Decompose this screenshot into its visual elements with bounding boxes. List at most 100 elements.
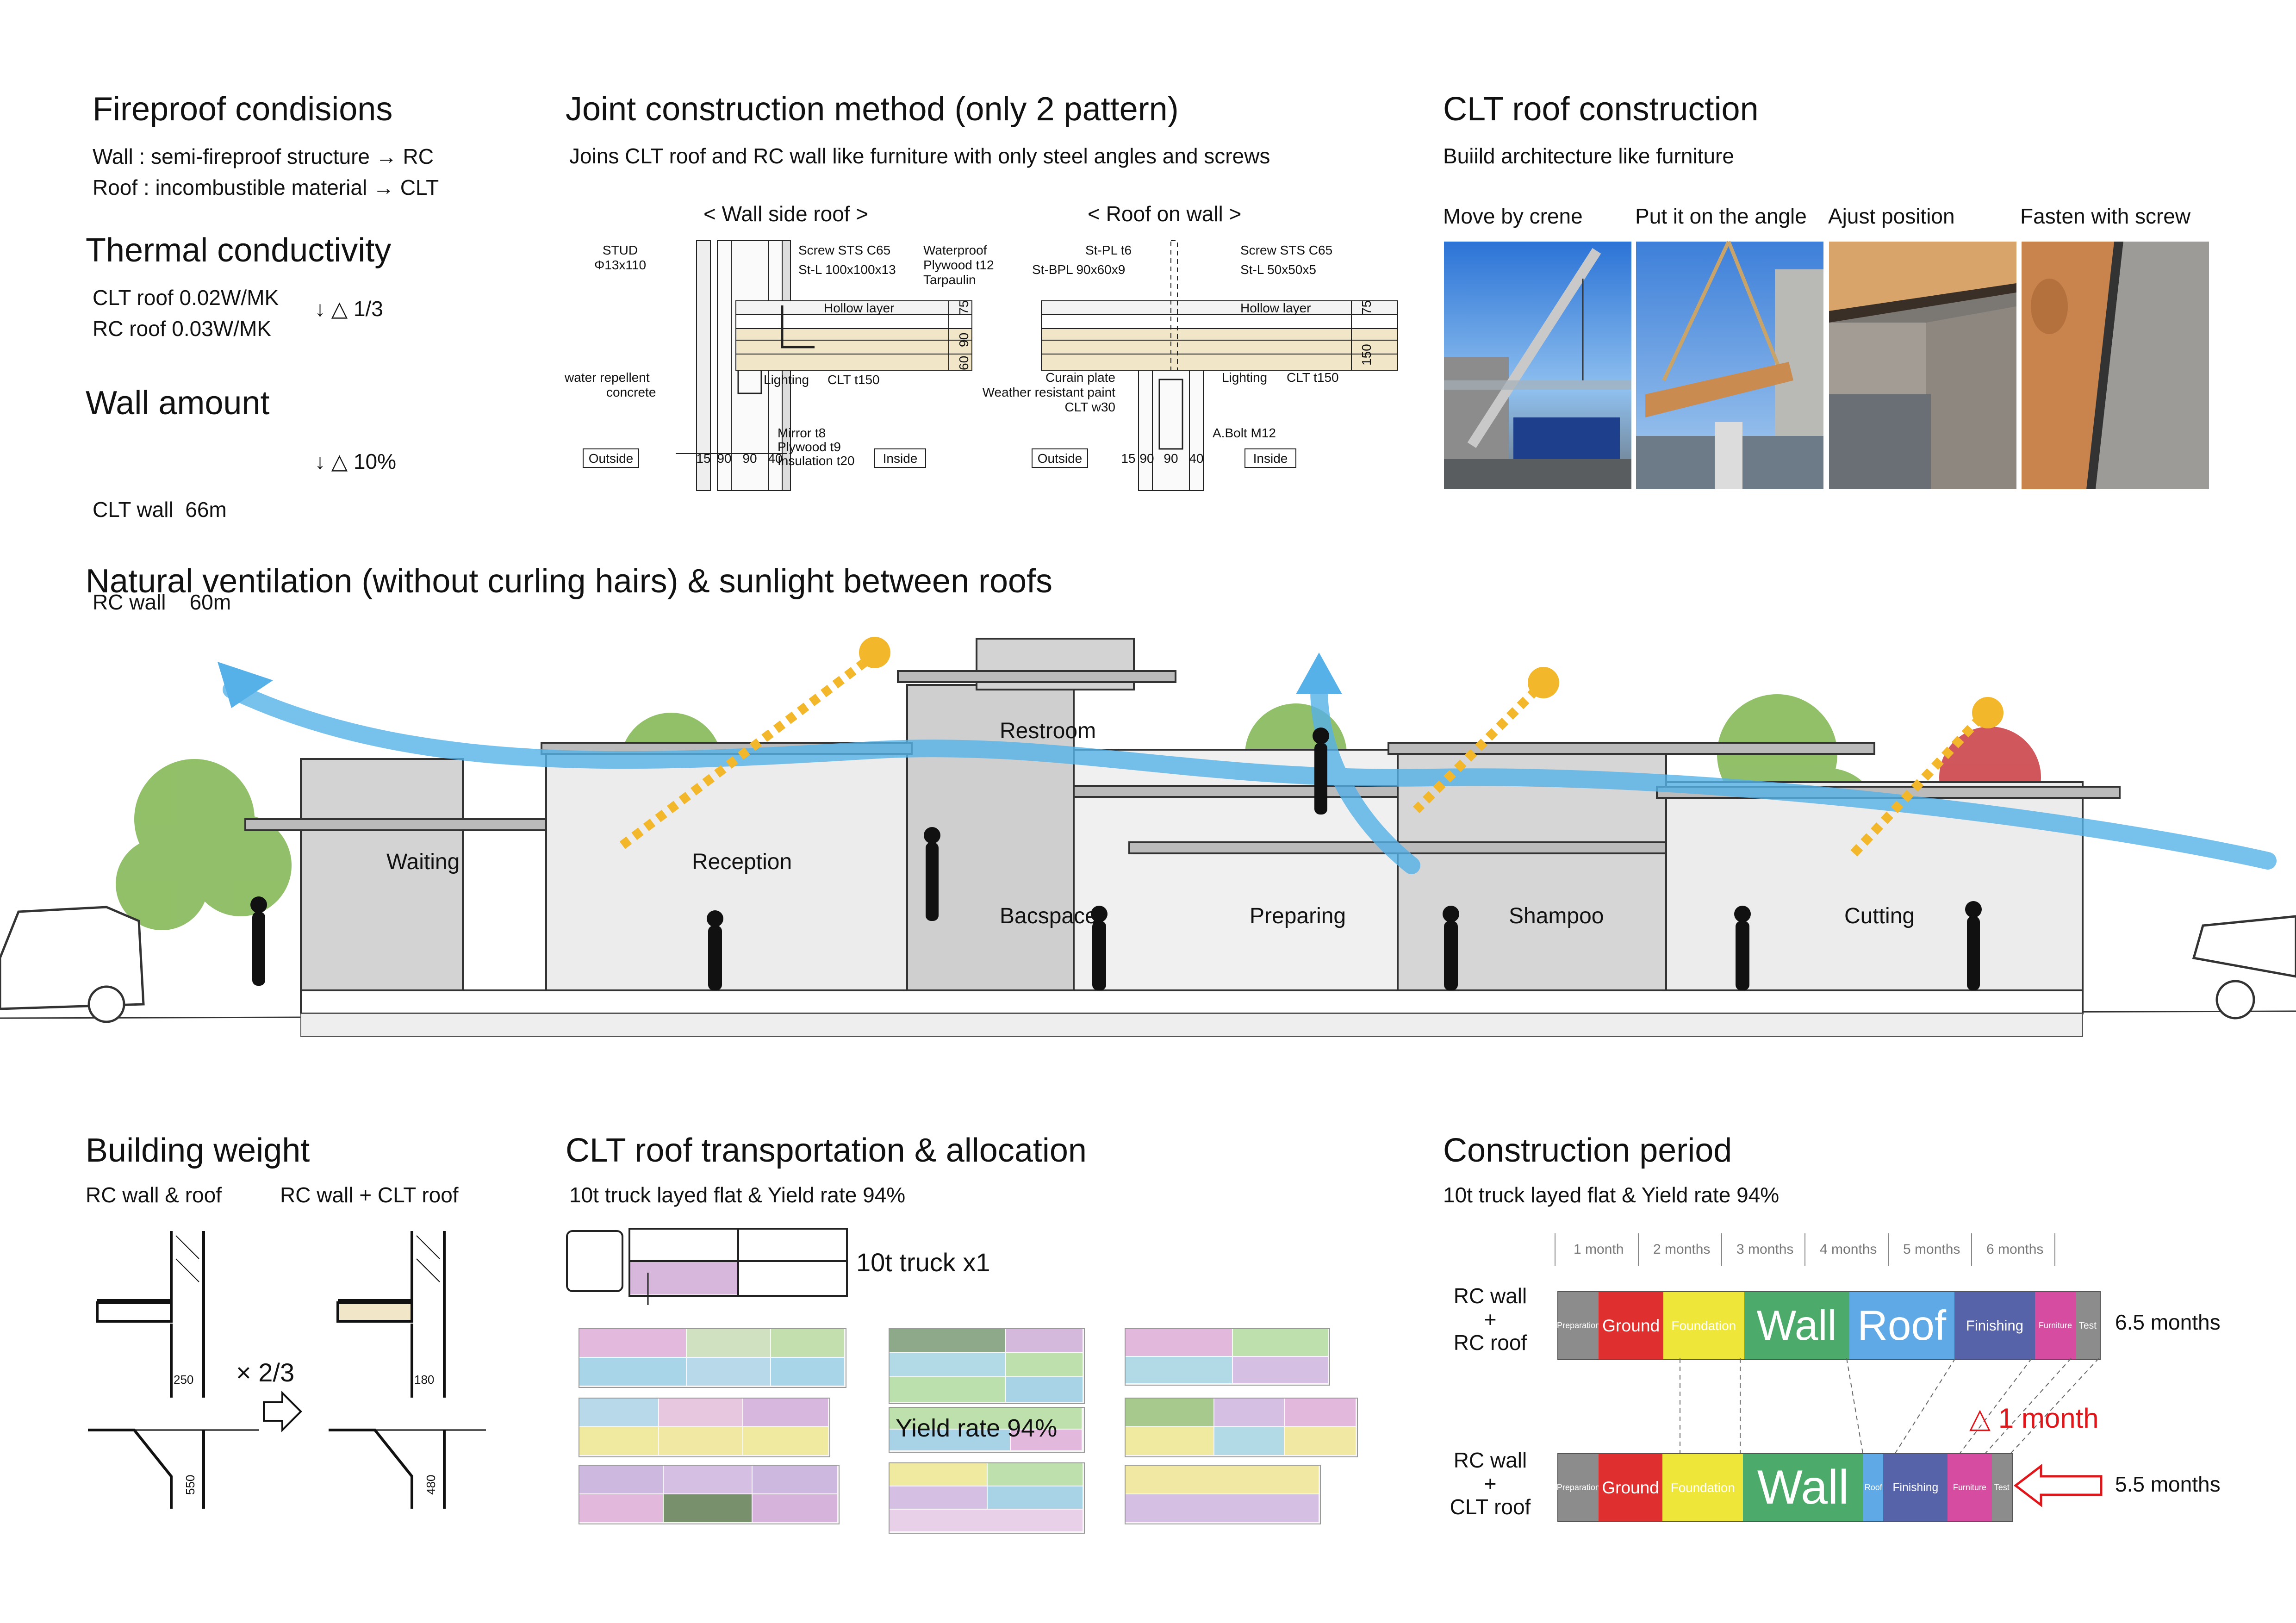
lbl-curtain: Curain plate — [1045, 370, 1115, 385]
dim-90a: 90 — [717, 451, 731, 466]
month-scale: 1 month 2 months 3 months 4 months 5 mon… — [1555, 1233, 2055, 1266]
dim-480: 480 — [424, 1475, 438, 1495]
dim-250: 250 — [174, 1373, 193, 1387]
gantt-task-wall: Wall — [1742, 1454, 1864, 1521]
dim-90c: 90 — [957, 333, 971, 347]
dim-550: 550 — [183, 1475, 197, 1495]
lbl-stbpl: St-BPL 90x60x9 — [1032, 262, 1125, 277]
lbl-lighting: Lighting — [764, 373, 809, 387]
gantt-task-roof: Roof — [1849, 1292, 1954, 1359]
gantt-connector-lines — [1680, 1358, 2099, 1454]
lbl-inside-r: Inside — [1253, 451, 1288, 466]
step-3-label: Ajust position — [1828, 204, 1955, 228]
month-2: 2 months — [1653, 1242, 1711, 1257]
row2-label-line2: + — [1484, 1471, 1497, 1496]
transport-title: CLT roof transportation & allocation — [566, 1132, 1087, 1169]
weight-left-label: RC wall & roof — [86, 1183, 222, 1207]
weight-factor: × 2/3 — [236, 1358, 294, 1387]
room-restroom: Restroom — [1000, 719, 1096, 743]
photo-put-on-angle — [1636, 241, 1823, 489]
lbl-outside: Outside — [589, 451, 634, 466]
lbl-lighting-r: Lighting — [1222, 370, 1267, 385]
row1-label-line1: RC wall — [1453, 1284, 1527, 1308]
dim-r-90a: 90 — [1139, 451, 1154, 466]
thermal-title: Thermal conductivity — [86, 232, 392, 269]
dim-r-15: 15 — [1121, 451, 1135, 466]
wall-side-roof-detail: STUD Φ13x110 Screw STS C65 St-L 100x100x… — [564, 240, 994, 491]
saving-label: △ 1 month — [1969, 1403, 2099, 1434]
roof-on-wall-detail: St-PL t6 St-BPL 90x60x9 Screw STS C65 St… — [983, 240, 1398, 491]
month-5: 5 months — [1903, 1242, 1960, 1257]
lbl-abolt: A.Bolt M12 — [1213, 426, 1276, 440]
joint-right-title: < Roof on wall > — [1088, 202, 1242, 226]
lbl-water-repellent: water repellent — [564, 370, 650, 385]
gantt-task-ground: Ground — [1599, 1292, 1663, 1359]
room-shampoo: Shampoo — [1509, 904, 1604, 928]
plate-layout-6 — [889, 1462, 1085, 1534]
step-1-label: Move by crene — [1443, 204, 1583, 228]
dim-r-40: 40 — [1189, 451, 1203, 466]
joint-title: Joint construction method (only 2 patter… — [566, 91, 1179, 128]
clt-roof-subtitle: Buiild architecture like furniture — [1443, 144, 1734, 168]
gantt-task-roof: Roof — [1863, 1454, 1884, 1521]
lbl-inside: Inside — [883, 451, 918, 466]
plate-layout-2 — [579, 1398, 830, 1457]
room-cutting: Cutting — [1844, 904, 1915, 928]
row2-label-line1: RC wall — [1453, 1448, 1527, 1472]
row2-total: 5.5 months — [2115, 1472, 2221, 1496]
gantt-task-furniture: Furniture — [2035, 1292, 2076, 1359]
fireproof-wall: Wall : semi-fireproof structure → RC — [93, 144, 434, 168]
building-section-drawing: Waiting Reception Restroom Bacspace Prep… — [0, 637, 2296, 1037]
joint-left-title: < Wall side roof > — [703, 202, 869, 226]
joint-subtitle: Joins CLT roof and RC wall like furnitur… — [569, 144, 1270, 168]
dim-40: 40 — [768, 451, 782, 466]
dim-75: 75 — [957, 300, 971, 315]
month-3: 3 months — [1736, 1242, 1794, 1257]
dim-r-75: 75 — [1359, 300, 1374, 315]
lbl-concrete: concrete — [606, 385, 656, 399]
plate-layout-4 — [889, 1328, 1085, 1404]
fireproof-roof: Roof : incombustible material → CLT — [93, 175, 439, 199]
plate-layout-1 — [579, 1328, 846, 1388]
lbl-hollow: Hollow layer — [824, 301, 895, 315]
lbl-cltw30: CLT w30 — [1065, 400, 1115, 414]
thermal-clt: CLT roof 0.02W/MK — [93, 286, 279, 310]
month-1: 1 month — [1574, 1242, 1624, 1257]
gantt-task-furniture: Furniture — [1948, 1454, 1992, 1521]
wall-amount-rc: RC wall 60m — [93, 590, 231, 615]
photo-fasten-screw — [2022, 242, 2209, 489]
dim-r-90b: 90 — [1164, 451, 1178, 466]
lbl-outside-r: Outside — [1038, 451, 1083, 466]
lbl-hollow-r: Hollow layer — [1240, 301, 1311, 315]
lbl-stpl: St-PL t6 — [1085, 243, 1132, 257]
photo-crane — [1444, 242, 1631, 489]
arrow-right-icon — [263, 1391, 302, 1432]
gantt-task-test: Test — [1991, 1454, 2012, 1521]
lbl-waterproof: Waterproof — [923, 243, 987, 257]
lbl-clt: CLT t150 — [828, 373, 880, 387]
lbl-plywood12: Plywood t12 — [923, 258, 994, 272]
wall-amount-title: Wall amount — [86, 385, 270, 422]
weight-right-label: RC wall + CLT roof — [280, 1183, 459, 1207]
row1-total: 6.5 months — [2115, 1310, 2221, 1334]
wall-amount-delta: ↓ △ 10% — [315, 449, 397, 473]
gantt-task-foundation: Foundation — [1662, 1454, 1743, 1521]
gantt-task-preparation: Preparation — [1557, 1292, 1600, 1359]
transport-subtitle: 10t truck layed flat & Yield rate 94% — [569, 1183, 906, 1207]
room-backspace: Bacspace — [1000, 904, 1097, 928]
wall-amount-clt: CLT wall 66m — [93, 497, 227, 522]
gantt-task-finishing: Finishing — [1883, 1454, 1948, 1521]
dim-90b: 90 — [742, 451, 757, 466]
truck-label: 10t truck x1 — [856, 1248, 990, 1277]
lbl-insulation: Insulation t20 — [778, 454, 855, 468]
thermal-rc: RC roof 0.03W/MK — [93, 316, 271, 341]
plate-layout-5 — [889, 1407, 1085, 1453]
arrow-left-icon — [2013, 1463, 2103, 1508]
wall-amount-values: CLT wall 66m RC wall 60m — [93, 433, 231, 649]
row1-label-line3: RC roof — [1453, 1331, 1527, 1355]
gantt-task-ground: Ground — [1598, 1454, 1663, 1521]
lbl-clt-r: CLT t150 — [1287, 370, 1339, 385]
plate-layout-3 — [579, 1465, 840, 1524]
dim-15: 15 — [696, 451, 710, 466]
